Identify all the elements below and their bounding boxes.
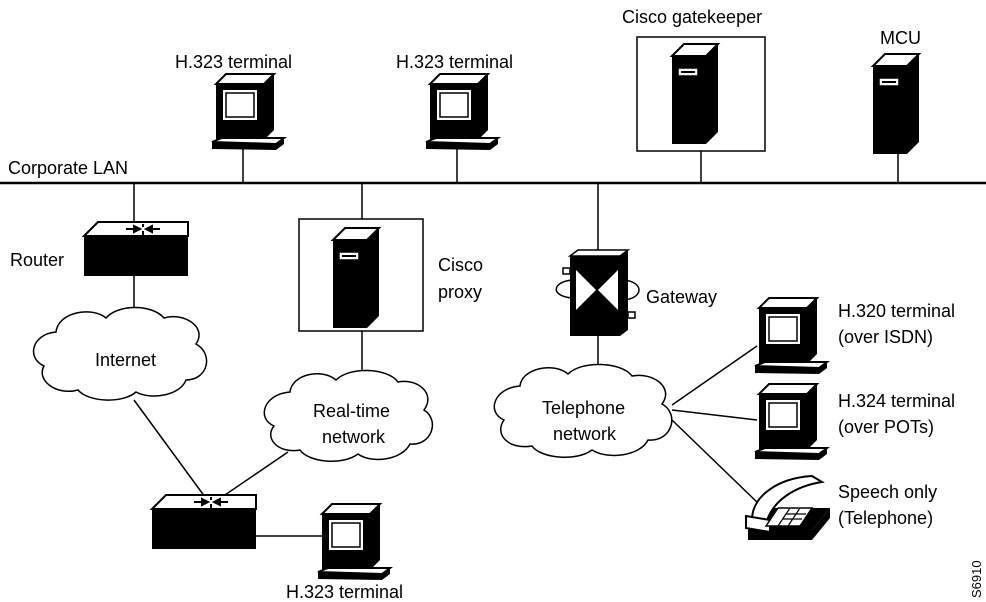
h323-terminal-3-label: H.323 terminal	[286, 582, 403, 602]
telephone-network-label-2: network	[553, 424, 617, 444]
cloud-icon	[493, 363, 673, 458]
speech-only-label: Speech only	[838, 482, 937, 502]
realtime-network-label-1: Real-time	[313, 401, 390, 421]
speech-only-sublabel: (Telephone)	[838, 508, 933, 528]
server-icon	[332, 227, 380, 329]
terminal-icon	[211, 73, 285, 151]
cloud-icon	[263, 369, 434, 462]
terminal-icon	[425, 73, 499, 151]
gateway-icon	[555, 249, 640, 336]
h320-terminal-sublabel: (over ISDN)	[838, 327, 933, 347]
gateway-label: Gateway	[646, 287, 717, 307]
figure-id-label: S6910	[969, 560, 984, 598]
terminal-icon	[754, 383, 828, 461]
cisco-proxy-label-2: proxy	[438, 282, 482, 302]
h320-terminal-label: H.320 terminal	[838, 301, 955, 321]
cloud-icon	[32, 306, 208, 401]
terminal-icon	[754, 297, 828, 375]
server-icon	[872, 53, 920, 155]
internet-label: Internet	[95, 350, 156, 370]
router-icon	[151, 494, 257, 550]
cisco-proxy-label-1: Cisco	[438, 255, 483, 275]
telephone-icon	[745, 474, 830, 540]
h323-terminal-1-label: H.323 terminal	[175, 52, 292, 72]
telephone-network-label-1: Telephone	[542, 398, 625, 418]
h324-terminal-sublabel: (over POTs)	[838, 417, 934, 437]
corporate-lan-label: Corporate LAN	[8, 158, 128, 178]
h323-terminal-2-label: H.323 terminal	[396, 52, 513, 72]
router-label: Router	[10, 250, 64, 270]
realtime-network-label-2: network	[322, 427, 386, 447]
terminal-icon	[317, 503, 391, 581]
router-icon	[83, 221, 189, 277]
cisco-gatekeeper-label: Cisco gatekeeper	[622, 7, 762, 27]
h324-terminal-label: H.324 terminal	[838, 391, 955, 411]
mcu-label: MCU	[880, 28, 921, 48]
server-icon	[671, 43, 719, 145]
